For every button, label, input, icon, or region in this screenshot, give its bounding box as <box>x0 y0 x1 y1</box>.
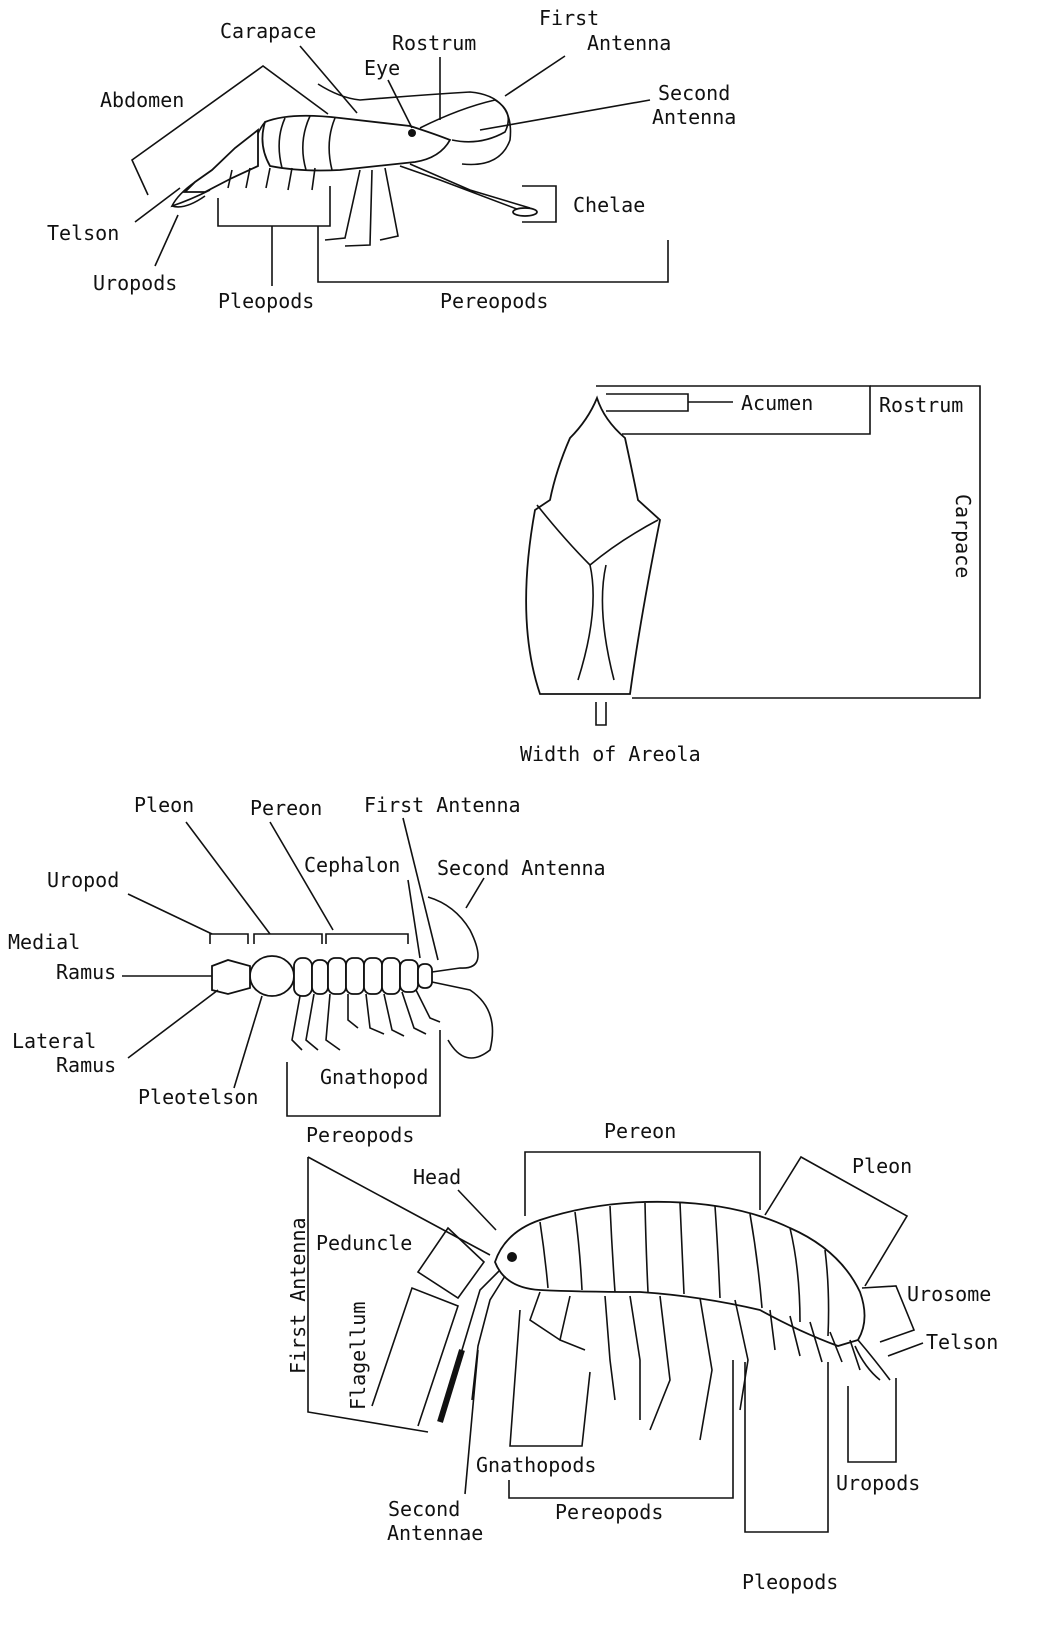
amphipod-eye <box>507 1252 517 1262</box>
isopod-label-pereon: Pereon <box>250 796 322 820</box>
isopod-leader-uropod <box>128 894 212 934</box>
shrimp-bracket-pleopods <box>218 186 330 286</box>
isopod-leader-pleotelson <box>234 996 262 1088</box>
amphipod-label-uropods: Uropods <box>836 1471 920 1495</box>
crayfish-bracket-carpace <box>632 386 980 698</box>
amphipod-bracket-uropods <box>848 1378 896 1462</box>
isopod-label-pereopods: Pereopods <box>306 1123 414 1147</box>
amphipod-label-flagellum: Flagellum <box>346 1302 370 1410</box>
amphipod-label-second-1: Second <box>388 1497 460 1521</box>
isopod-uropod-rami <box>212 960 250 994</box>
isopod-segment-7 <box>400 960 418 992</box>
amphipod-label-first-antenna: First Antenna <box>286 1217 310 1374</box>
isopod-segment-6 <box>382 958 400 994</box>
shrimp-pereopods-legs <box>325 164 530 246</box>
isopod-antennae <box>428 897 493 1058</box>
isopod-segment-3 <box>328 958 346 994</box>
isopod-segment-4 <box>346 958 364 994</box>
shrimp-label-carapace: Carapace <box>220 19 316 43</box>
isopod-leader-lateral-ramus <box>128 990 218 1058</box>
crayfish-bracket-acumen <box>606 394 733 411</box>
isopod-leader-second-antenna <box>466 878 484 908</box>
amphipod-leader-telson <box>888 1343 923 1356</box>
shrimp-chela-tip <box>513 208 537 216</box>
amphipod-label-pleon: Pleon <box>852 1154 912 1178</box>
isopod-bracket-pereon <box>326 934 408 944</box>
crayfish-label-rostrum: Rostrum <box>879 393 963 417</box>
isopod-label-pleotelson: Pleotelson <box>138 1085 258 1109</box>
shrimp-label-second-antenna-2: Antenna <box>652 105 736 129</box>
isopod-leader-cephalon <box>408 880 420 958</box>
amphipod-bracket-peduncle <box>418 1228 484 1298</box>
amphipod-uropods-tail <box>855 1340 890 1380</box>
shrimp-label-first-antenna-1: First <box>539 6 599 30</box>
isopod-label-lateral-1: Lateral <box>12 1029 96 1053</box>
isopod-legs <box>292 990 440 1050</box>
shrimp-label-telson: Telson <box>47 221 119 245</box>
isopod-label-gnathopod: Gnathopod <box>320 1065 428 1089</box>
shrimp-label-pleopods: Pleopods <box>218 289 314 313</box>
shrimp-leader-carapace <box>300 46 357 113</box>
shrimp-leader-eye <box>388 80 412 128</box>
shrimp-label-second-antenna-1: Second <box>658 81 730 105</box>
crayfish-carapace-figure: Acumen Rostrum Carpace Width of Areola <box>520 386 980 766</box>
isopod-label-cephalon: Cephalon <box>304 853 400 877</box>
isopod-bracket-uropod <box>210 934 248 944</box>
amphipod-flagellum-dark <box>440 1350 462 1422</box>
isopod-label-second-antenna: Second Antenna <box>437 856 606 880</box>
isopod-pleotelson-body <box>250 956 294 996</box>
amphipod-label-head: Head <box>413 1165 461 1189</box>
isopod-bracket-pleon <box>254 934 322 944</box>
amphipod-label-telson: Telson <box>926 1330 998 1354</box>
isopod-segment-2 <box>312 960 328 994</box>
isopod-label-pleon: Pleon <box>134 793 194 817</box>
shrimp-leader-uropods <box>155 215 178 266</box>
crayfish-label-width-of-areola: Width of Areola <box>520 742 701 766</box>
amphipod-body <box>495 1202 865 1346</box>
shrimp-label-eye: Eye <box>364 56 400 80</box>
isopod-leader-pleon <box>186 822 270 934</box>
shrimp-label-uropods: Uropods <box>93 271 177 295</box>
shrimp-eye-mark <box>408 129 416 137</box>
shrimp-carapace-body <box>262 116 450 171</box>
crayfish-label-carpace: Carpace <box>951 494 975 578</box>
amphipod-bracket-first-antenna <box>308 1157 490 1432</box>
crayfish-bracket-areola <box>596 702 606 725</box>
shrimp-leader-second-antenna <box>480 100 650 130</box>
amphipod-label-pleopods: Pleopods <box>742 1570 838 1594</box>
amphipod-label-pereon: Pereon <box>604 1119 676 1143</box>
shrimp-label-chelae: Chelae <box>573 193 645 217</box>
isopod-label-first-antenna: First Antenna <box>364 793 521 817</box>
isopod-cephalon <box>418 964 432 988</box>
amphipod-label-gnathopods: Gnathopods <box>476 1453 596 1477</box>
shrimp-figure: Carapace First Antenna Rostrum Eye Abdom… <box>47 6 736 313</box>
crayfish-label-acumen: Acumen <box>741 391 813 415</box>
amphipod-figure: Pereon Head Pleon Peduncle First Antenna… <box>286 1119 998 1594</box>
shrimp-label-abdomen: Abdomen <box>100 88 184 112</box>
crayfish-carapace-outline <box>526 398 660 694</box>
amphipod-label-second-2: Antennae <box>387 1521 483 1545</box>
shrimp-label-first-antenna-2: Antenna <box>587 31 671 55</box>
shrimp-leader-first-antenna <box>505 56 565 96</box>
shrimp-label-rostrum: Rostrum <box>392 31 476 55</box>
isopod-segment-5 <box>364 958 382 994</box>
isopod-label-medial-1: Medial <box>8 930 80 954</box>
isopod-figure: Pleon Pereon First Antenna Cephalon Seco… <box>8 793 606 1147</box>
amphipod-leader-head <box>458 1190 496 1230</box>
isopod-segment-1 <box>294 958 312 996</box>
isopod-label-medial-2: Ramus <box>56 960 116 984</box>
amphipod-bracket-gnathopods <box>510 1310 590 1446</box>
amphipod-legs <box>530 1292 748 1440</box>
amphipod-label-urosome: Urosome <box>907 1282 991 1306</box>
amphipod-bracket-pereopods <box>509 1360 733 1498</box>
amphipod-label-pereopods: Pereopods <box>555 1500 663 1524</box>
amphipod-bracket-pleopods <box>745 1362 828 1532</box>
amphipod-label-peduncle: Peduncle <box>316 1231 412 1255</box>
shrimp-label-pereopods: Pereopods <box>440 289 548 313</box>
isopod-label-uropod: Uropod <box>47 868 119 892</box>
isopod-label-lateral-2: Ramus <box>56 1053 116 1077</box>
